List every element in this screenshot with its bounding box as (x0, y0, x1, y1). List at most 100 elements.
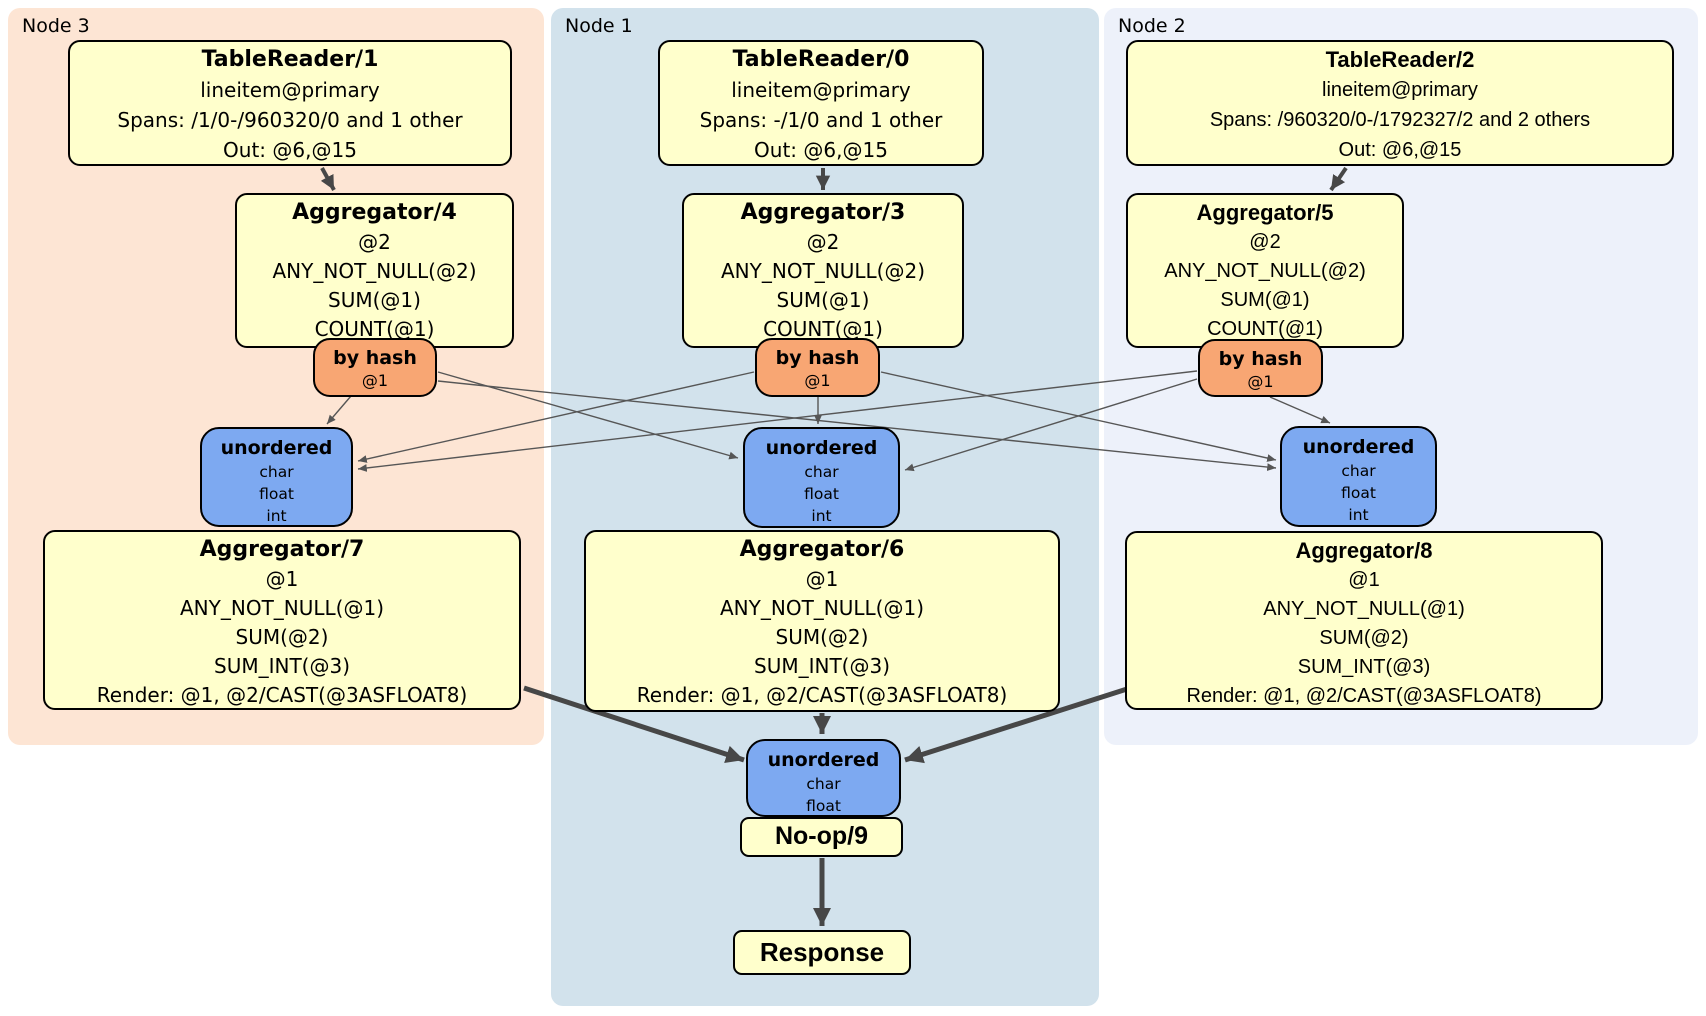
box-title: by hash (775, 347, 860, 369)
box-line: ANY_NOT_NULL(@1) (180, 596, 384, 620)
box-body: @1 (315, 371, 435, 391)
router-by-hash-node1: by hash @1 (755, 338, 880, 397)
response: Response (733, 930, 911, 975)
box-title: unordered (767, 749, 880, 771)
box-line: @1 (804, 371, 831, 390)
box-line: Out: @6,@15 (1338, 139, 1462, 161)
box-line: SUM(@2) (235, 625, 329, 649)
box-title: TableReader/1 (201, 47, 379, 72)
box-line: ANY_NOT_NULL(@1) (720, 596, 924, 620)
box-line: lineitem@primary (200, 78, 380, 102)
box-title: Aggregator/6 (739, 537, 905, 562)
box-line: @2 (806, 230, 840, 254)
box-body: char float (748, 773, 899, 817)
box-title: by hash (333, 347, 417, 369)
box-line: SUM(@1) (328, 288, 421, 312)
box-title: Aggregator/5 (1196, 200, 1334, 225)
box-line: SUM_INT(@3) (1297, 656, 1431, 678)
box-line: Spans: -/1/0 and 1 other (699, 108, 943, 132)
box-line: float (806, 797, 841, 815)
box-line: ANY_NOT_NULL(@1) (1263, 598, 1465, 620)
box-line: float (804, 485, 839, 503)
box-line: float (259, 485, 294, 503)
box-line: Out: @6,@15 (223, 138, 357, 162)
sync-unordered-node2: unordered char float int (1280, 426, 1437, 527)
box-title: Aggregator/3 (740, 200, 906, 225)
box-title: Response (759, 937, 885, 967)
box-line: int (811, 507, 832, 525)
box-line: ANY_NOT_NULL(@2) (721, 259, 925, 283)
box-line: Render: @1, @2/CAST(@3ASFLOAT8) (1186, 685, 1542, 707)
router-by-hash-node2: by hash @1 (1198, 339, 1323, 397)
box-title: unordered (220, 437, 333, 459)
box-title: Aggregator/8 (1295, 538, 1433, 563)
box-line: Render: @1, @2/CAST(@3ASFLOAT8) (636, 683, 1008, 707)
sync-unordered-final: unordered char float (746, 739, 901, 817)
box-title: No-op/9 (774, 822, 869, 850)
box-line: @1 (1348, 569, 1380, 591)
box-line: @1 (1247, 372, 1274, 391)
box-line: SUM(@1) (776, 288, 870, 312)
box-line: lineitem@primary (731, 78, 911, 102)
router-by-hash-node3: by hash @1 (313, 338, 437, 397)
box-title: Aggregator/7 (199, 537, 365, 562)
node2-label: Node 2 (1118, 15, 1186, 37)
box-line: SUM(@1) (1220, 289, 1310, 311)
box-line: COUNT(@1) (1207, 318, 1323, 340)
box-line: ANY_NOT_NULL(@2) (1164, 260, 1366, 282)
box-line: SUM_INT(@3) (214, 654, 350, 678)
box-line: COUNT(@1) (763, 317, 883, 341)
box-line: char (806, 775, 841, 793)
box-line: COUNT(@1) (314, 317, 435, 341)
box-title: by hash (1218, 348, 1303, 370)
box-line: float (1341, 484, 1376, 502)
box-line: SUM(@2) (775, 625, 869, 649)
box-line: ANY_NOT_NULL(@2) (272, 259, 477, 283)
box-line: @1 (805, 567, 839, 591)
box-line: SUM(@2) (1319, 627, 1409, 649)
box-line: int (1348, 506, 1369, 524)
box-line: @2 (1249, 231, 1281, 253)
box-title: Aggregator/4 (292, 200, 457, 225)
box-body: char float int (745, 461, 898, 527)
node1-label: Node 1 (565, 15, 633, 37)
box-title: unordered (1302, 436, 1415, 458)
node3-label: Node 3 (22, 15, 90, 37)
box-body: @1 (757, 371, 878, 391)
box-line: char (804, 463, 839, 481)
box-body: char float int (1282, 460, 1435, 526)
box-body: @1 (1200, 372, 1321, 392)
box-line: Render: @1, @2/CAST(@3ASFLOAT8) (96, 683, 468, 707)
sync-unordered-node1: unordered char float int (743, 427, 900, 528)
box-line: @1 (265, 567, 299, 591)
box-line: char (1341, 462, 1376, 480)
box-line: SUM_INT(@3) (754, 654, 890, 678)
box-line: Spans: /960320/0-/1792327/2 and 2 others (1209, 109, 1591, 131)
box-line: char (259, 463, 294, 481)
box-title: unordered (765, 437, 878, 459)
box-line: Out: @6,@15 (754, 138, 888, 162)
box-line: lineitem@primary (1322, 79, 1478, 101)
box-line: Spans: /1/0-/960320/0 and 1 other (117, 108, 463, 132)
box-line: @2 (358, 230, 391, 254)
